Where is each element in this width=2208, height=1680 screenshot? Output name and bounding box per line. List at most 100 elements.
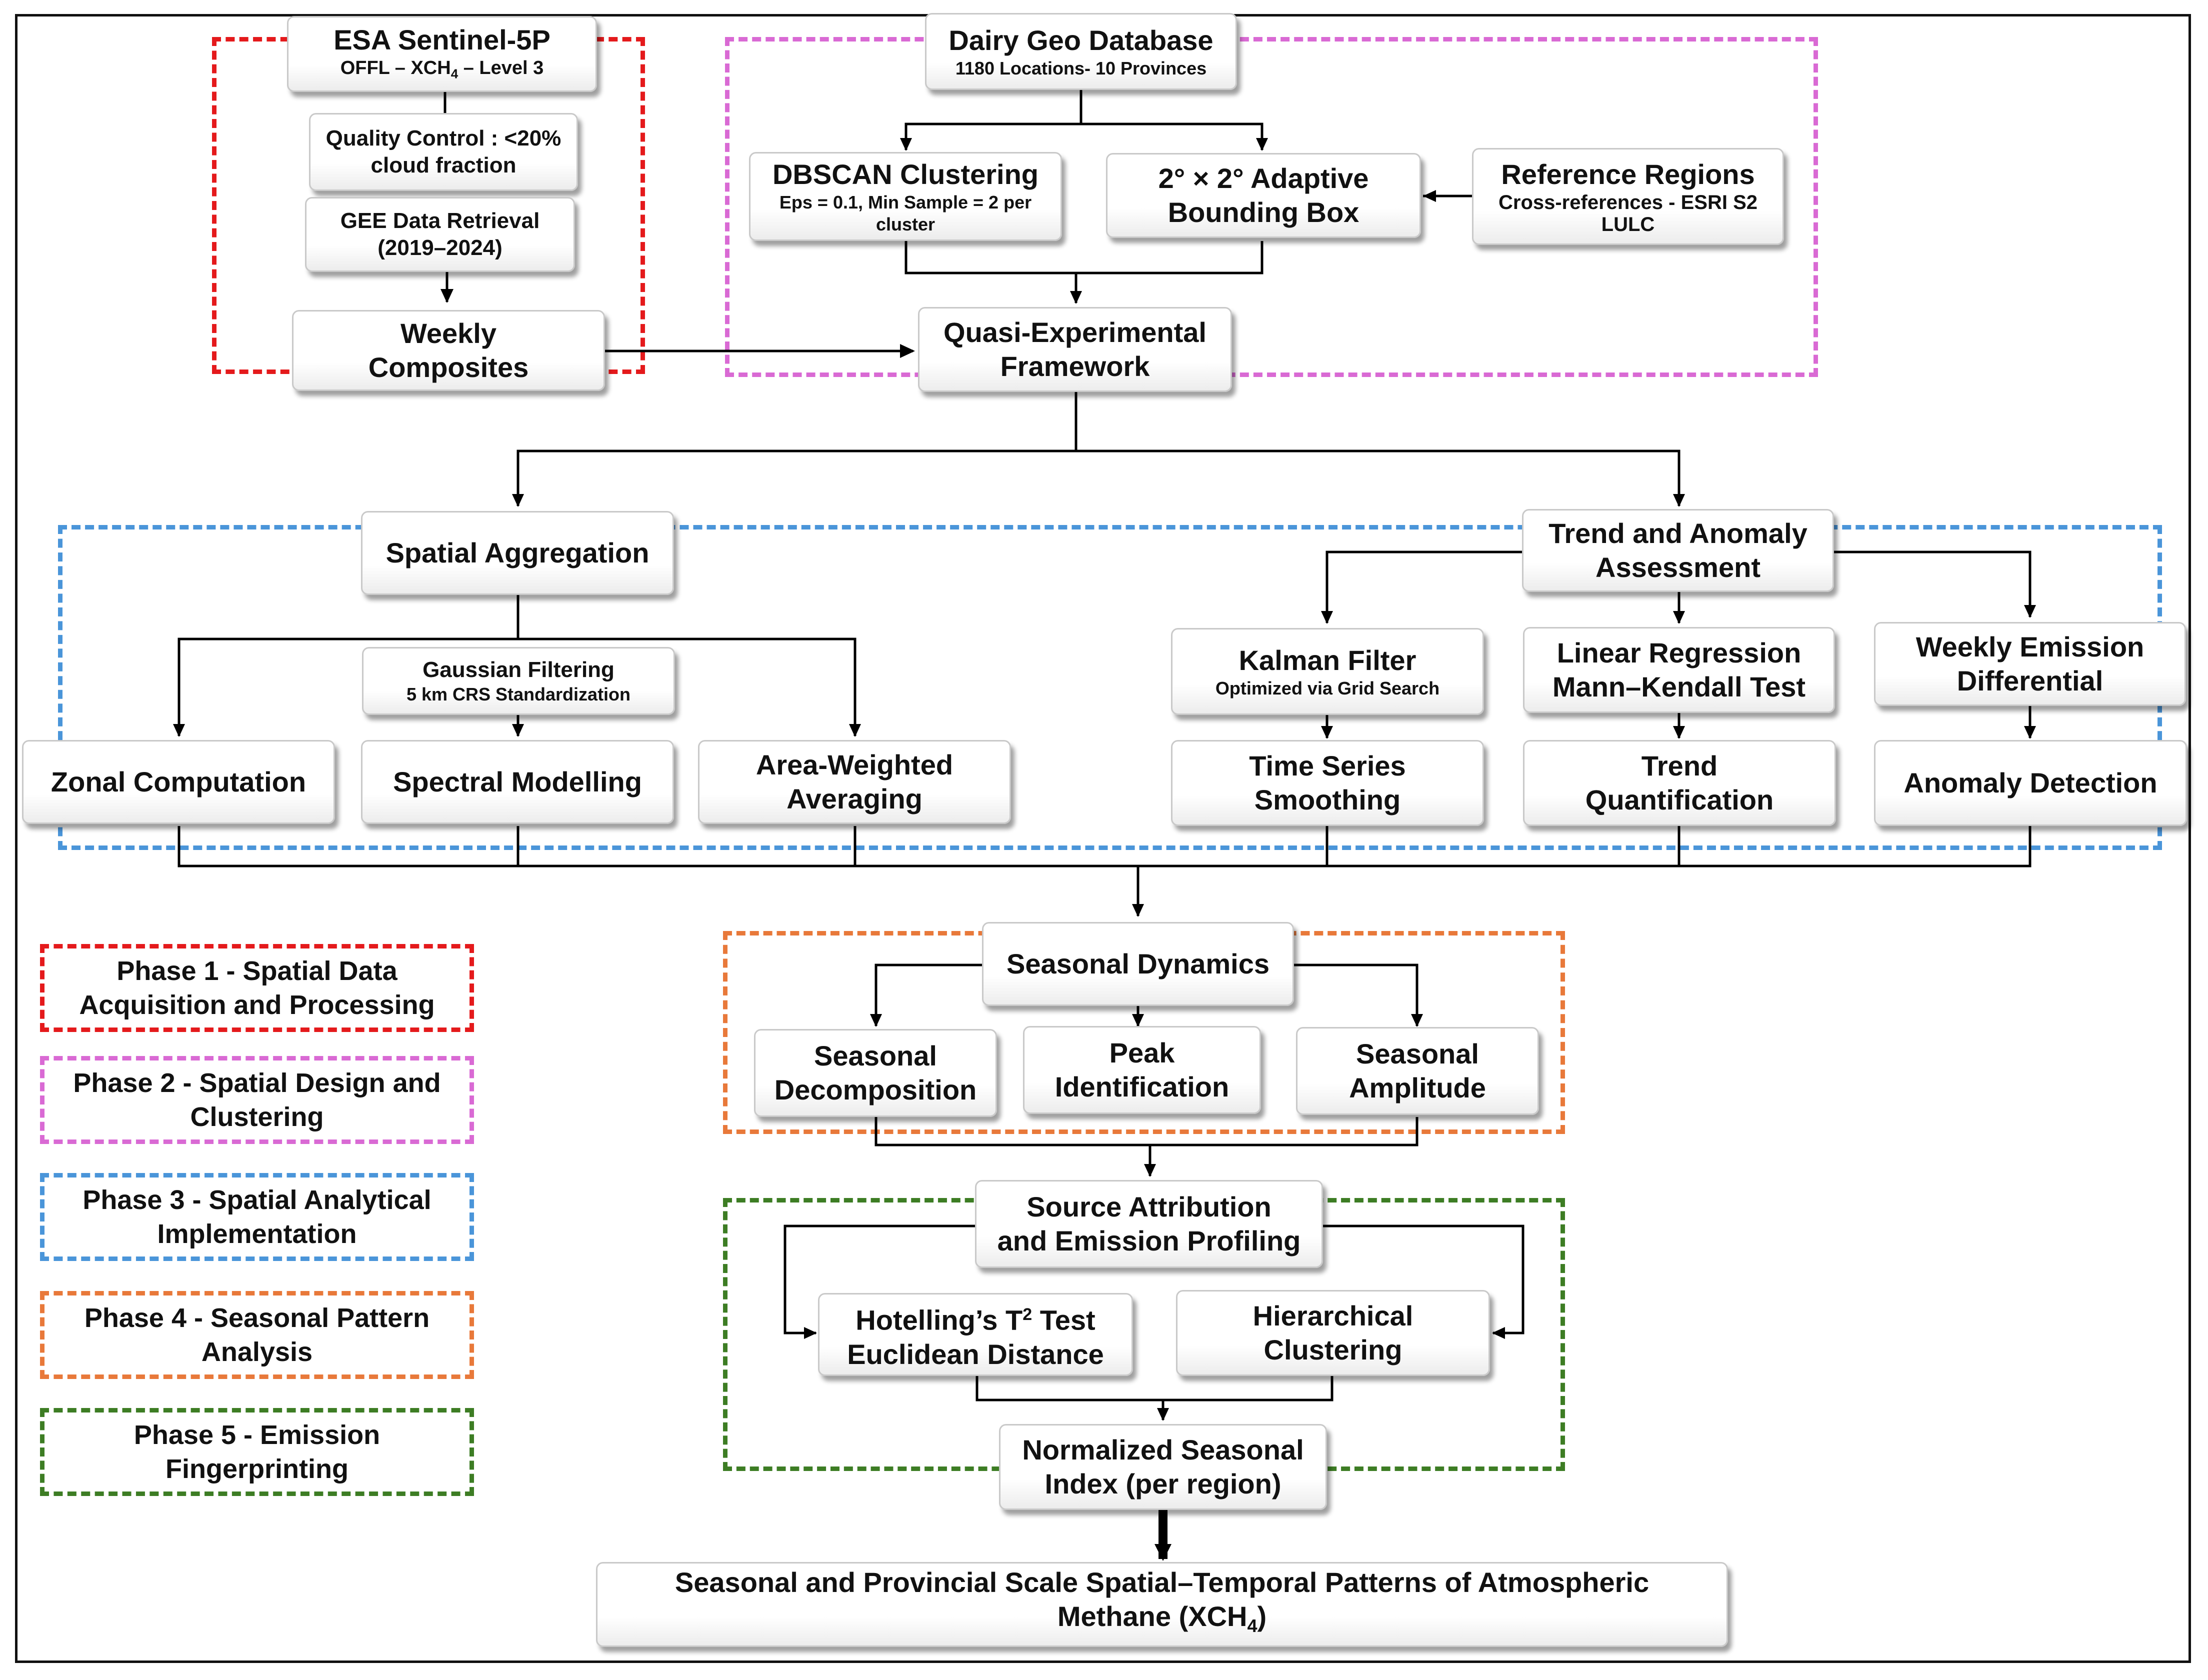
- decomp-line1: Seasonal: [814, 1040, 937, 1072]
- final-line1: Seasonal and Provincial Scale Spatial–Te…: [674, 1566, 1650, 1598]
- node-normalized-seasonal-index: Normalized Seasonal Index (per region): [999, 1424, 1327, 1510]
- source-line1: Source Attribution: [1026, 1191, 1272, 1222]
- node-zonal-computation: Zonal Computation: [22, 740, 335, 824]
- node-trend-quantification: Trend Quantification: [1523, 740, 1836, 826]
- amplitude-line2: Amplitude: [1349, 1072, 1486, 1104]
- arrowhead: [512, 724, 524, 737]
- reference-sub2: LULC: [1601, 214, 1655, 236]
- node-source-attribution: Source Attribution and Emission Profilin…: [975, 1180, 1323, 1268]
- arrowhead: [1132, 1014, 1144, 1027]
- edge-sd-amp: [1294, 964, 1418, 1026]
- arrowhead: [440, 289, 454, 303]
- area-weighted-line1: Area-Weighted: [756, 749, 954, 780]
- node-reference-regions: Reference Regions Cross-references - ESR…: [1472, 148, 1784, 245]
- linreg-line1: Linear Regression: [1556, 637, 1802, 668]
- quasi-line1: Quasi-Experimental: [944, 316, 1206, 348]
- arrowhead: [512, 494, 524, 507]
- arrowhead: [900, 344, 915, 358]
- node-quasi-experimental: Quasi-Experimental Framework: [918, 307, 1232, 392]
- nsi-line1: Normalized Seasonal: [1022, 1434, 1304, 1466]
- qc-line1: Quality Control : <20%: [326, 126, 562, 150]
- arrowhead: [1157, 1408, 1169, 1421]
- edge-quasi-split: [516, 391, 1078, 506]
- arrowhead: [804, 1327, 817, 1339]
- sentinel-subtitle: OFFL – XCH4 – Level 3: [340, 58, 544, 82]
- arrowhead: [1673, 494, 1685, 507]
- node-quality-control: Quality Control : <20% cloud fraction: [309, 113, 578, 191]
- phase-2-region: [725, 37, 1818, 377]
- spectral-line1: Spectral Modelling: [393, 766, 642, 798]
- arrowheads: [173, 138, 2036, 1421]
- node-weekly-composites: Weekly Composites: [292, 310, 605, 391]
- dairy-title: Dairy Geo Database: [948, 24, 1214, 56]
- node-anomaly-detection: Anomaly Detection: [1874, 740, 2187, 826]
- dbscan-sub1: Eps = 0.1, Min Sample = 2 per: [779, 192, 1032, 212]
- node-dbscan: DBSCAN Clustering Eps = 0.1, Min Sample …: [749, 152, 1062, 241]
- bbox-line2: Bounding Box: [1168, 196, 1360, 228]
- edge-spatial-split: [178, 595, 520, 736]
- anomaly-line1: Anomaly Detection: [1904, 767, 2158, 798]
- dbscan-title: DBSCAN Clustering: [772, 158, 1039, 190]
- hotelling-line1: Hotelling’s T2 Test: [856, 1304, 1096, 1336]
- arrowhead: [1144, 1164, 1156, 1177]
- arrowhead: [2024, 726, 2036, 739]
- edge-source-hotelling: [784, 1224, 975, 1334]
- spatial-agg-line1: Spatial Aggregation: [386, 537, 650, 568]
- zonal-line1: Zonal Computation: [50, 766, 306, 798]
- arrowhead: [1423, 190, 1436, 202]
- node-bounding-box: 2° × 2° Adaptive Bounding Box: [1106, 153, 1421, 238]
- node-weekly-emission-differential: Weekly Emission Differential: [1874, 622, 2186, 706]
- dbscan-sub2: cluster: [876, 214, 936, 234]
- peak-line2: Identification: [1054, 1071, 1230, 1102]
- hier-line2: Clustering: [1264, 1334, 1402, 1366]
- trend-line1: Trend and Anomaly: [1548, 518, 1808, 549]
- arrowhead: [1256, 138, 1268, 151]
- arrowhead: [2024, 605, 2036, 618]
- edge-dairy-bbox: [1081, 122, 1264, 150]
- final-line2: Methane (XCH4): [1057, 1600, 1267, 1636]
- edge-dairy-split: [904, 90, 1082, 150]
- edge-phase4-merge: [874, 1117, 1418, 1146]
- node-final-output: Seasonal and Provincial Scale Spatial–Te…: [596, 1562, 1728, 1647]
- peak-line1: Peak: [1109, 1037, 1175, 1068]
- bbox-line1: 2° × 2° Adaptive: [1158, 162, 1369, 194]
- node-linear-regression: Linear Regression Mann–Kendall Test: [1523, 627, 1835, 713]
- node-time-series-smoothing: Time Series Smoothing: [1171, 740, 1484, 826]
- qc-line2: cloud fraction: [370, 153, 516, 178]
- node-hierarchical-clustering: Hierarchical Clustering: [1176, 1290, 1490, 1376]
- edge-trend-kalman: [1326, 550, 1524, 623]
- arrowhead: [1070, 291, 1082, 304]
- node-dairy-geo-database: Dairy Geo Database 1180 Locations- 10 Pr…: [925, 13, 1237, 90]
- arrowhead: [1492, 1327, 1505, 1339]
- edge-source-hier: [1323, 1224, 1524, 1334]
- node-gee-retrieval: GEE Data Retrieval (2019–2024): [305, 197, 575, 272]
- node-kalman-filter: Kalman Filter Optimized via Grid Search: [1171, 628, 1484, 715]
- kalman-subtitle: Optimized via Grid Search: [1215, 678, 1440, 698]
- reference-sub1: Cross-references - ESRI S2: [1498, 192, 1758, 214]
- ts-line2: Smoothing: [1254, 784, 1401, 816]
- edge-collector: [178, 826, 2032, 868]
- hotelling-line2: Euclidean Distance: [847, 1338, 1104, 1370]
- edge-phase5-merge: [976, 1376, 1334, 1402]
- hier-line1: Hierarchical: [1252, 1300, 1414, 1332]
- weekly-emission-line2: Differential: [1956, 665, 2104, 696]
- gaussian-subtitle: 5 km CRS Standardization: [406, 684, 631, 704]
- arrowhead: [173, 724, 185, 737]
- weekly-composites-line1: Weekly: [400, 318, 496, 349]
- gee-line2: (2019–2024): [378, 236, 502, 260]
- arrowhead: [1321, 611, 1333, 624]
- source-line2: and Emission Profiling: [997, 1225, 1301, 1256]
- node-seasonal-decomposition: Seasonal Decomposition: [754, 1029, 997, 1117]
- edge-sd-decomp: [874, 964, 982, 1026]
- arrowhead: [1673, 726, 1685, 739]
- ts-line1: Time Series: [1249, 750, 1406, 782]
- arrowhead: [900, 138, 912, 151]
- area-weighted-line2: Averaging: [786, 783, 922, 814]
- node-peak-identification: Peak Identification: [1023, 1026, 1261, 1114]
- trendq-line2: Quantification: [1585, 784, 1774, 816]
- decomp-line2: Decomposition: [774, 1074, 977, 1106]
